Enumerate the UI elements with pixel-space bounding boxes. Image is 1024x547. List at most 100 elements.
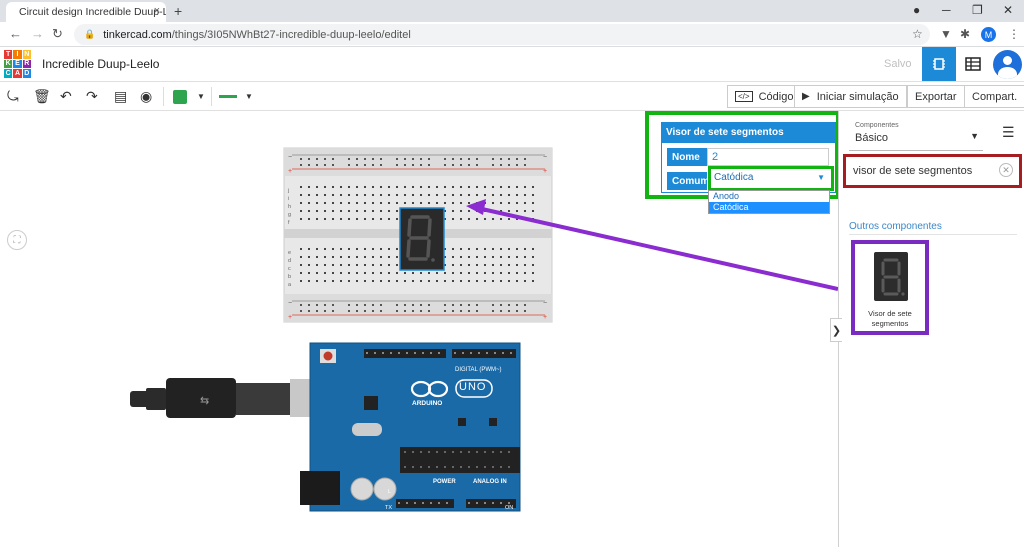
hole: [492, 158, 494, 160]
hole: [476, 264, 478, 266]
hole: [500, 310, 502, 312]
chip-icon: [933, 58, 945, 70]
profile-dropdown-icon[interactable]: ●: [913, 3, 921, 17]
divider: [211, 87, 212, 106]
hole: [340, 210, 342, 212]
common-select[interactable]: Catódica ▼: [708, 166, 834, 191]
hole: [332, 304, 334, 306]
hole: [476, 466, 478, 468]
hole: [428, 194, 430, 196]
redo-icon[interactable]: ↷: [86, 88, 98, 104]
hole: [420, 280, 422, 282]
tab-close-icon[interactable]: ×: [153, 5, 160, 17]
option-anodo[interactable]: Anodo: [713, 191, 740, 201]
new-tab-icon[interactable]: +: [174, 3, 183, 19]
circuit-view-button[interactable]: [922, 47, 956, 81]
share-button[interactable]: Compart.: [964, 85, 1024, 108]
hole: [468, 248, 470, 250]
hole: [412, 304, 414, 306]
hole: [460, 158, 462, 160]
hole: [444, 218, 446, 220]
wire-style-icon[interactable]: [219, 95, 237, 98]
start-simulation-button[interactable]: ▶ Iniciar simulação: [794, 85, 907, 108]
hole: [524, 272, 526, 274]
user-avatar[interactable]: [993, 50, 1022, 79]
extension-v-icon[interactable]: ▼: [940, 27, 952, 41]
hole: [428, 272, 430, 274]
name-label: Nome: [667, 148, 707, 166]
svg-text:−: −: [543, 300, 547, 307]
hole: [508, 280, 510, 282]
schematic-list-button[interactable]: [956, 47, 990, 81]
share-label: Compart.: [972, 90, 1018, 103]
browser-profile-avatar[interactable]: M: [981, 27, 996, 42]
components-category-select[interactable]: Componentes Básico ▼: [849, 118, 983, 151]
hole: [340, 280, 342, 282]
hole: [492, 202, 494, 204]
hole: [364, 264, 366, 266]
hole: [316, 186, 318, 188]
back-icon[interactable]: ←: [9, 26, 22, 41]
hole: [308, 272, 310, 274]
name-field[interactable]: 2: [707, 148, 829, 166]
minimize-icon[interactable]: ─: [942, 3, 951, 17]
hole: [316, 158, 318, 160]
option-catodica[interactable]: Catódica: [709, 202, 829, 213]
code-button[interactable]: </> Código: [727, 85, 802, 108]
hole: [444, 466, 446, 468]
hole: [316, 164, 318, 166]
hole: [436, 451, 438, 453]
window-close-icon[interactable]: ✕: [1003, 3, 1014, 17]
hole: [316, 280, 318, 282]
rotate-icon[interactable]: ⤿: [7, 88, 19, 104]
forward-icon[interactable]: →: [31, 26, 44, 41]
delete-icon[interactable]: 🗑: [33, 88, 51, 104]
hole: [388, 272, 390, 274]
play-icon: ▶: [802, 91, 810, 102]
arduino-uno-board[interactable]: [300, 342, 521, 512]
chevron-down-icon[interactable]: ▼: [245, 92, 253, 101]
browser-tab[interactable]: Circuit design Incredible Duup-Le ×: [6, 2, 166, 22]
seven-segment-display[interactable]: [399, 207, 445, 271]
browser-menu-icon[interactable]: ⋮: [1008, 27, 1020, 41]
hole: [308, 218, 310, 220]
hole: [516, 256, 518, 258]
extensions-icon[interactable]: ✱: [960, 27, 971, 41]
row-label: b: [288, 274, 291, 280]
fit-view-icon[interactable]: ⛶: [7, 230, 27, 250]
color-swatch[interactable]: [173, 90, 187, 104]
list-view-icon[interactable]: ☰: [1002, 124, 1015, 140]
hole: [412, 164, 414, 166]
hole: [452, 272, 454, 274]
hole: [308, 202, 310, 204]
hole: [428, 466, 430, 468]
hole: [478, 352, 480, 354]
undo-icon[interactable]: ↶: [60, 88, 72, 104]
project-title[interactable]: Incredible Duup-Leelo: [42, 57, 160, 71]
hole: [300, 272, 302, 274]
chevron-down-icon[interactable]: ▼: [197, 92, 205, 101]
hole: [404, 164, 406, 166]
hole: [524, 202, 526, 204]
restore-icon[interactable]: ❐: [972, 3, 983, 17]
reload-icon[interactable]: ↻: [52, 26, 63, 41]
hole: [436, 272, 438, 274]
notes-icon[interactable]: ▤: [114, 88, 128, 104]
hole: [438, 352, 440, 354]
hole: [316, 194, 318, 196]
export-button[interactable]: Exportar: [907, 85, 965, 108]
hole: [484, 451, 486, 453]
seven-segment-result-card[interactable]: Visor de sete segmentos: [851, 240, 929, 335]
star-icon[interactable]: ☆: [912, 27, 923, 41]
hole: [460, 256, 462, 258]
url-field[interactable]: 🔒 tinkercad.com /things/3I05NWhBt27-incr…: [74, 24, 930, 45]
collapse-panel-icon[interactable]: ❯: [830, 318, 842, 342]
hole: [452, 248, 454, 250]
hole: [468, 210, 470, 212]
clear-search-icon[interactable]: ✕: [999, 163, 1013, 177]
hole: [468, 310, 470, 312]
eye-icon[interactable]: ◉: [140, 88, 153, 104]
hole: [500, 186, 502, 188]
component-search-input[interactable]: visor de sete segmentos ✕: [843, 154, 1022, 188]
